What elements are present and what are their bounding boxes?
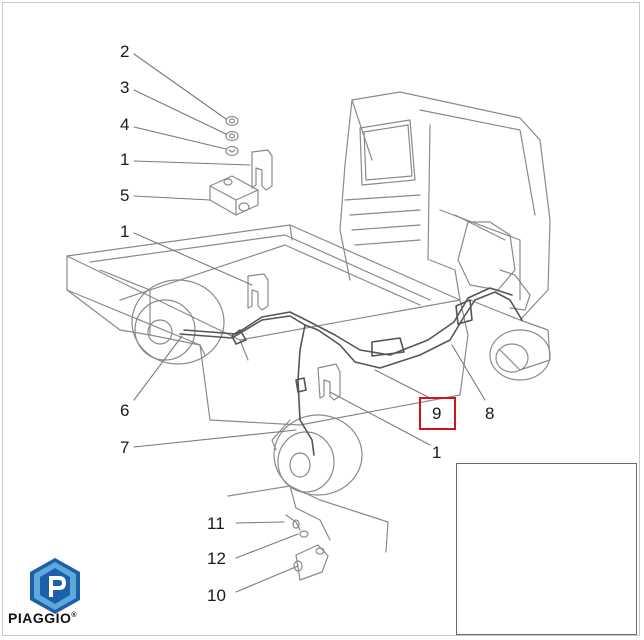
hose-clip-middle: [247, 273, 269, 311]
union-bracket: [209, 175, 259, 216]
callout-10: 10: [207, 586, 226, 605]
rear-wheel: [131, 279, 225, 365]
bottom-assembly: [227, 485, 389, 581]
brand-wordmark: PIAGGIO: [8, 610, 72, 626]
piaggio-logo-icon: [30, 558, 80, 614]
hose-clip-lower: [317, 363, 341, 401]
callout-7: 7: [120, 438, 130, 457]
callout-8: 8: [485, 404, 495, 423]
callout-11: 11: [207, 514, 225, 533]
callout-4: 4: [120, 115, 130, 134]
hose-clip-upper: [251, 149, 273, 191]
callout-2: 2: [120, 42, 130, 61]
callout-1-middle: 1: [120, 222, 130, 241]
small-parts: [225, 115, 239, 157]
brake-pipes: [179, 287, 523, 456]
callout-1-lower: 1: [432, 443, 442, 462]
registered-mark: ®: [71, 612, 78, 619]
callout-12: 12: [207, 549, 226, 568]
front-wheel: [271, 414, 363, 496]
highlighted-part-box: [419, 397, 456, 430]
brand-logo: PIAGGIO®: [8, 610, 77, 626]
callout-6: 6: [120, 401, 130, 420]
callout-3: 3: [120, 78, 130, 97]
callout-9: 9: [432, 404, 442, 423]
leader-lines: [133, 53, 486, 593]
callout-5: 5: [120, 186, 130, 205]
callout-1-upper: 1: [120, 150, 130, 169]
part-detail-inset: [456, 463, 637, 635]
vehicle-cabin: [339, 91, 551, 371]
side-wheel: [489, 329, 551, 381]
vehicle-bed: [66, 224, 469, 426]
